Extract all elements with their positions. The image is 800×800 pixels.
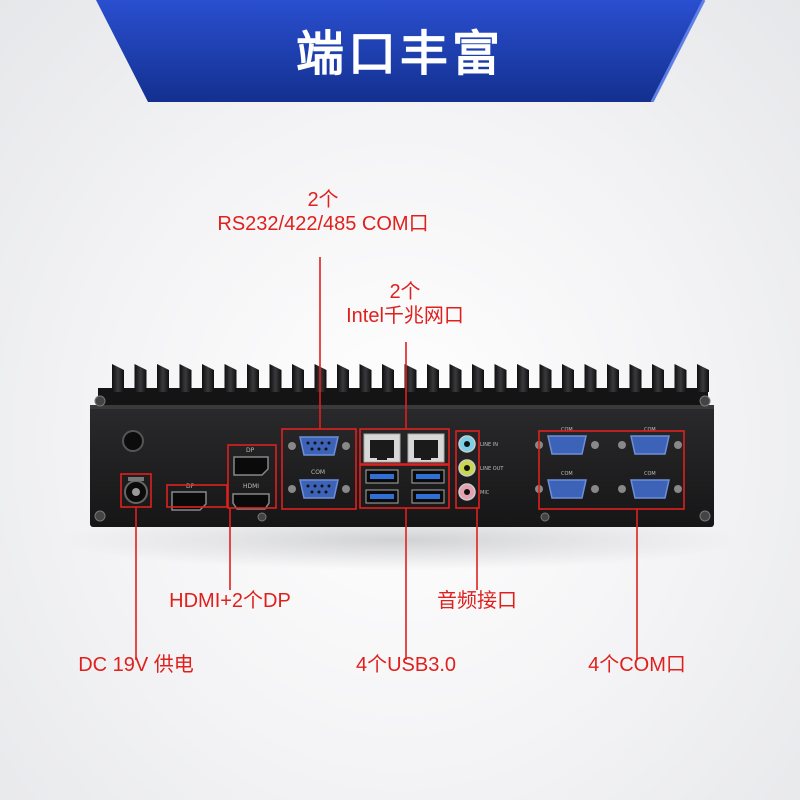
heatsink-fin — [674, 364, 687, 392]
com-label-right: COM — [561, 471, 573, 477]
mic-label: MIC — [480, 490, 490, 496]
highlight-com-right — [538, 430, 685, 510]
heatsink-fin — [112, 364, 124, 392]
dp-top-label: DP — [246, 447, 255, 454]
heatsink-fin — [427, 364, 439, 392]
callout-hdmi-dp: HDMI+2个DP — [169, 590, 291, 612]
page-title: 端口丰富 — [295, 26, 504, 82]
callout-rs232: 2个 RS232/422/485 COM口 — [200, 188, 446, 236]
heatsink-fin — [584, 364, 597, 392]
usb3-port-icon — [365, 469, 399, 484]
heatsink-fin — [629, 364, 642, 392]
highlight-usb — [359, 464, 450, 509]
heatsink-fin — [359, 364, 372, 392]
highlight-lan — [359, 428, 450, 465]
rj45-port-icon — [363, 433, 401, 463]
heatsink-fin — [517, 364, 529, 392]
heatsink-fin — [157, 364, 169, 392]
heatsink-fin — [494, 364, 507, 392]
callout-usb: 4个USB3.0 — [355, 654, 457, 676]
db9-port-group-right: COM COM COM COM — [535, 427, 682, 499]
usb-ports — [365, 469, 445, 504]
db9-port-icon: COM — [535, 471, 599, 499]
hdmi-port-icon: HDMI — [232, 483, 270, 510]
db9-port-icon — [288, 479, 350, 499]
lan-ports — [363, 433, 445, 463]
heatsink-fins — [98, 364, 709, 410]
dp-left-label: DP — [186, 483, 195, 490]
highlight-dp-left — [166, 484, 228, 508]
db9-port-icon — [288, 436, 350, 456]
db9-port-icon: COM — [618, 471, 682, 499]
callout-lan-count: 2个 — [389, 281, 421, 303]
highlight-com-middle — [281, 428, 357, 510]
leader-lines — [135, 257, 638, 660]
highlight-dp-hdmi — [227, 444, 277, 509]
heatsink-fin — [539, 364, 552, 392]
heatsink-fin — [202, 364, 214, 392]
heatsink-fin — [269, 364, 282, 392]
callout-dc-power: DC 19V 供电 — [78, 654, 194, 676]
usb3-port-icon — [411, 469, 445, 484]
dp-port-top-icon: DP — [233, 447, 269, 476]
rj45-port-icon — [407, 433, 445, 463]
panel-screws — [94, 395, 711, 522]
heatsink-fin — [472, 364, 484, 392]
heatsink-fin — [224, 364, 237, 392]
heatsink-fin — [382, 364, 394, 392]
callout-rs232-text: RS232/422/485 COM口 — [217, 213, 429, 235]
header-banner: 端口丰富 — [0, 0, 800, 102]
db9-port-icon: COM — [618, 427, 682, 455]
heatsink-fin — [562, 364, 574, 392]
heatsink-fin — [449, 364, 462, 392]
callout-rs232-count: 2个 — [307, 189, 339, 211]
heatsink-fin — [134, 364, 147, 392]
usb3-port-icon — [411, 489, 445, 504]
banner-shape — [96, 0, 706, 102]
line-out-label: LINE OUT — [480, 466, 504, 472]
heatsink-fin — [697, 364, 709, 392]
com-label-right: COM — [644, 427, 656, 433]
line-in-label: LINE IN — [480, 442, 498, 448]
highlight-audio — [455, 430, 480, 509]
heatsink-fin — [247, 364, 259, 392]
callout-audio: 音频接口 — [437, 590, 517, 612]
callout-lan: 2个 Intel千兆网口 — [330, 280, 480, 328]
heatsink-fin — [337, 364, 349, 392]
usb3-port-icon — [365, 489, 399, 504]
power-button-icon — [122, 430, 144, 452]
db9-port-group-middle: COM — [288, 436, 350, 499]
callout-com4: 4个COM口 — [588, 654, 686, 676]
heatsink-fin — [607, 364, 619, 392]
hdmi-label: HDMI — [243, 483, 259, 490]
heatsink-fin — [292, 364, 304, 392]
com-label-right: COM — [561, 427, 573, 433]
com-label-right: COM — [644, 471, 656, 477]
callout-lan-text: Intel千兆网口 — [346, 305, 464, 327]
com-label-middle: COM — [311, 469, 325, 476]
audio-jacks: LINE IN LINE OUT MIC — [458, 435, 504, 501]
heatsink-fin — [404, 364, 417, 392]
heatsink-fin — [652, 364, 664, 392]
dc-jack-icon — [124, 477, 148, 504]
heatsink-fin — [179, 364, 192, 392]
db9-port-icon: COM — [535, 427, 599, 455]
